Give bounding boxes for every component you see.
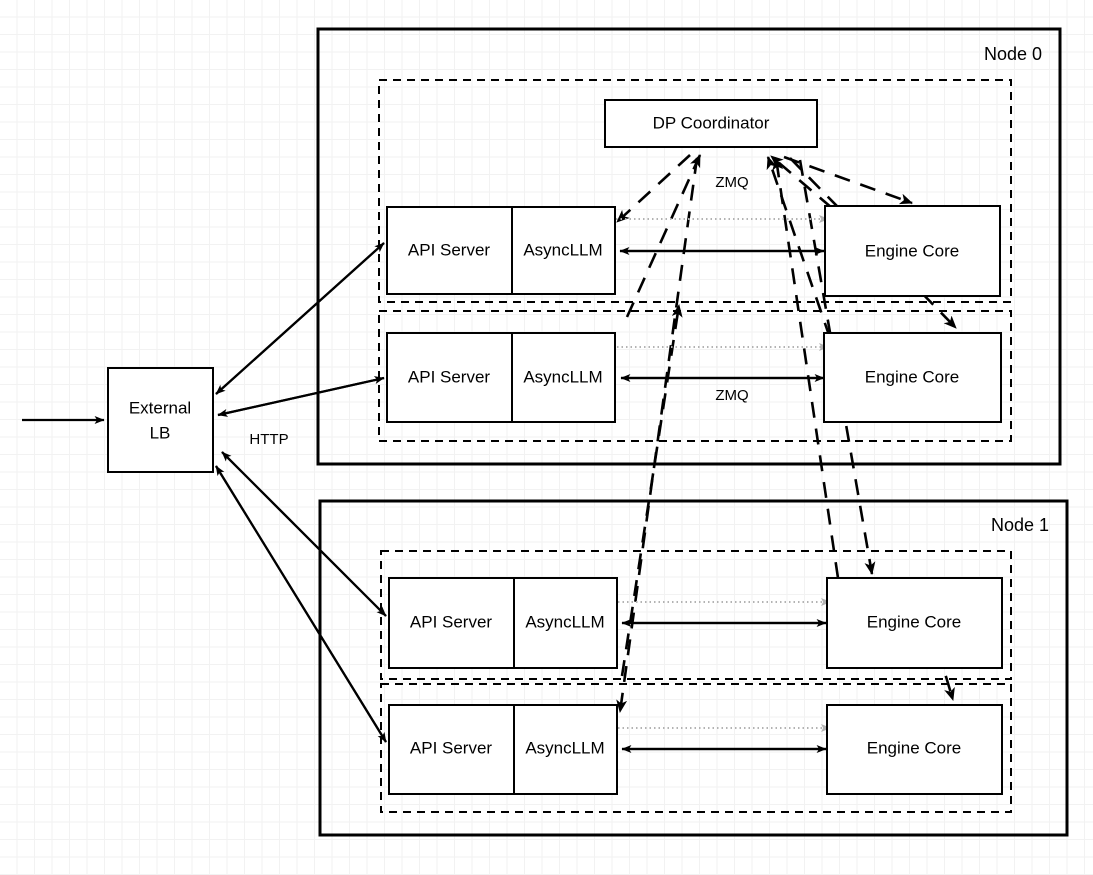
edge-n0r1-api-to-lb [217,376,385,417]
edge-coordinator-to-n1r1-async [616,157,699,713]
external-lb-label-line1: External [129,398,191,417]
n0r0-engine-core-label: Engine Core [865,241,960,260]
edge-n1r0-engine-to-coordinator [772,157,840,579]
n0r1-engine-core-label: Engine Core [865,367,960,386]
node-0-group-1 [378,310,1012,442]
zmq-label-top: ZMQ [715,174,748,191]
node-0-group-0 [378,79,1012,303]
edge-n1r0-async-to-coordinator [620,304,683,677]
n0r1-engine-core[interactable]: Engine Core [823,332,1002,423]
n0r1-asyncllm-label: AsyncLLM [523,367,602,386]
http-label: HTTP [249,431,288,448]
n1r0-api-server-unit[interactable]: API Server AsyncLLM [388,577,618,669]
node-1-group-1 [380,683,1012,813]
node-1-label: Node 1 [991,515,1049,535]
dp-coordinator-box[interactable]: DP Coordinator [604,99,818,148]
n1r0-asyncllm-label: AsyncLLM [525,612,604,631]
node-1-group-0 [380,550,1012,680]
n0r0-engine-core[interactable]: Engine Core [824,205,1001,297]
node-1-container [318,499,1069,837]
zmq-label-second: ZMQ [715,387,748,404]
n0r0-api-server-unit[interactable]: API Server AsyncLLM [386,206,616,295]
edge-coordinator-to-n0r0-async [616,154,691,223]
node-0-container [316,27,1062,466]
dp-coordinator-label: DP Coordinator [653,113,770,132]
node-0-label: Node 0 [984,44,1042,64]
external-lb-box[interactable]: External LB [107,367,214,473]
edge-n0r1-engine-to-coordinator [766,156,832,339]
edge-n1r0-api-to-lb [221,451,387,617]
edge-n1r1-api-to-lb [215,465,387,743]
n1r1-api-server-label: API Server [410,738,493,757]
n1r1-asyncllm-label: AsyncLLM [525,738,604,757]
external-lb-label-line2: LB [150,423,171,442]
n1r0-engine-core-label: Engine Core [867,612,962,631]
n1r0-engine-core[interactable]: Engine Core [826,577,1003,669]
n1r1-engine-core-label: Engine Core [867,738,962,757]
n0r0-asyncllm-label: AsyncLLM [523,240,602,259]
n1r0-api-server-label: API Server [410,612,493,631]
edge-n0r0-api-to-lb [215,242,385,395]
n1r1-api-server-unit[interactable]: API Server AsyncLLM [388,704,618,795]
n0r1-api-server-unit[interactable]: API Server AsyncLLM [386,332,616,423]
n0r1-api-server-label: API Server [408,367,491,386]
n1r1-engine-core[interactable]: Engine Core [826,704,1003,795]
n0r0-api-server-label: API Server [408,240,491,259]
edge-coordinator-to-n0r0-engine [783,155,913,205]
edge-n0r1-async-to-coordinator [625,154,702,318]
